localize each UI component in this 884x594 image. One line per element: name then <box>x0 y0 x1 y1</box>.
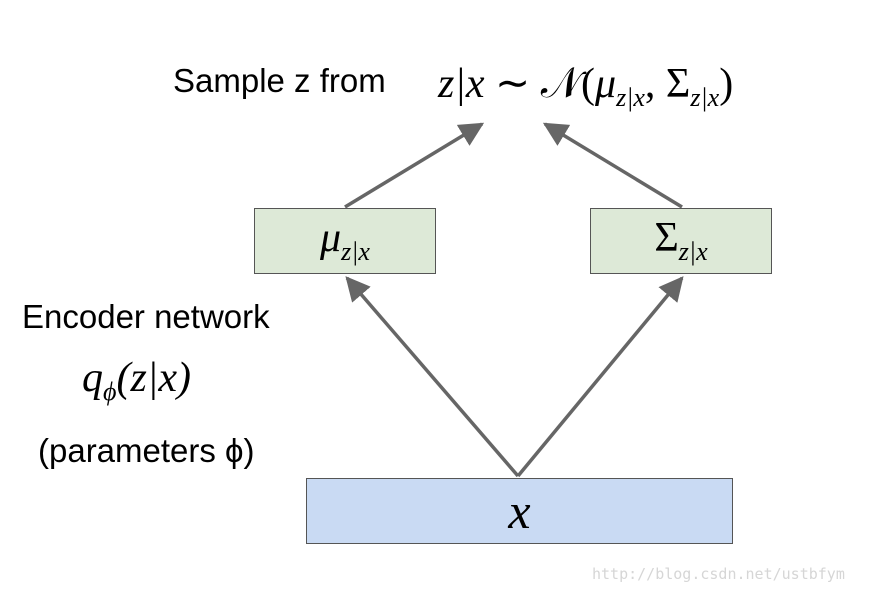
encoder-label: Encoder network <box>22 298 270 335</box>
encoder-q-sub: ϕ <box>103 377 117 407</box>
encoder-q: q <box>82 355 103 401</box>
input-box: x <box>306 478 733 544</box>
sample-comma: , <box>644 61 656 107</box>
sample-tilde: ∼ <box>495 61 531 107</box>
sample-normal: 𝒩( <box>540 61 595 107</box>
encoder-q-args: (z|x) <box>116 355 191 401</box>
watermark: http://blog.csdn.net/ustbfym <box>592 565 845 583</box>
input-symbol: x <box>508 483 531 539</box>
sample-sigma-sub: z|x <box>690 83 720 113</box>
arrow-mu-to-sample <box>344 122 485 209</box>
covariance-box: Σz|x <box>590 208 772 274</box>
sample-close: ) <box>719 61 734 107</box>
mean-symbol-main: μ <box>320 215 342 262</box>
sample-sigma: Σ <box>665 61 691 107</box>
sample-mu: μ <box>594 61 617 107</box>
covariance-symbol-main: Σ <box>654 215 679 262</box>
mean-symbol-sub: z|x <box>341 237 370 267</box>
parameters-label: (parameters ϕ) <box>38 432 255 469</box>
arrow-input-to-mu <box>345 276 520 478</box>
covariance-symbol: Σz|x <box>654 214 707 267</box>
mean-symbol: μz|x <box>320 214 370 267</box>
sample-formula: z|x ∼ 𝒩(μz|x, Σz|x) <box>438 58 733 113</box>
arrow-sigma-to-sample <box>542 122 683 209</box>
arrow-input-to-sigma <box>516 276 684 478</box>
sample-label: Sample z from <box>173 62 386 99</box>
covariance-symbol-sub: z|x <box>678 237 708 267</box>
encoder-formula: qϕ(z|x) <box>82 354 191 407</box>
mean-box: μz|x <box>254 208 436 274</box>
sample-lhs: z|x <box>438 61 485 107</box>
sample-mu-sub: z|x <box>616 83 645 113</box>
